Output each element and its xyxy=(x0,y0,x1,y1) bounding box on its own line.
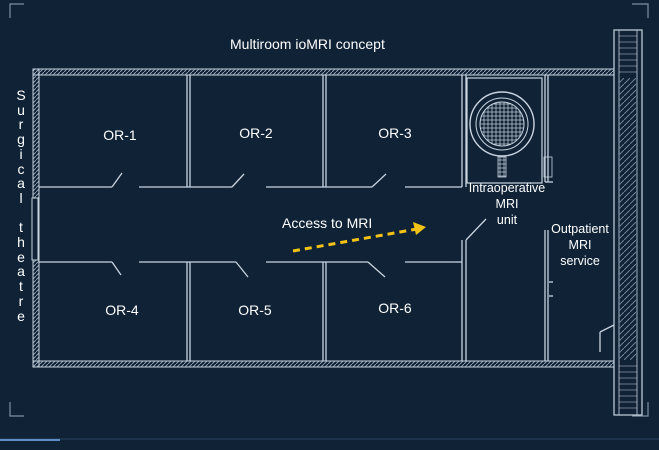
mri-unit-label-line1: Intraoperative xyxy=(468,181,546,195)
room-label-or6: OR-6 xyxy=(378,300,412,316)
surgical-theatre-letter: r xyxy=(18,116,24,133)
mri-unit-label-line3: unit xyxy=(496,213,518,227)
surgical-theatre-letter: l xyxy=(19,189,23,206)
surgical-theatre-letter: r xyxy=(18,292,24,309)
access-label: Access to MRI xyxy=(282,215,373,231)
surgical-theatre-letter: h xyxy=(17,234,25,251)
surgical-theatre-letter: e xyxy=(17,248,25,265)
outpatient-label: Outpatient MRI service xyxy=(550,221,610,269)
outpatient-label-line2: MRI xyxy=(568,238,592,252)
mri-scanner-icon xyxy=(466,77,553,184)
stairs-column xyxy=(613,29,643,416)
outpatient-label-line3: service xyxy=(560,254,600,268)
outpatient-label-line1: Outpatient xyxy=(551,222,609,236)
access-arrow xyxy=(292,222,426,253)
surgical-theatre-letter: g xyxy=(17,131,25,148)
surgical-theatre-letter: e xyxy=(17,307,25,324)
frame-marks xyxy=(9,3,649,417)
surgical-theatre-letter: S xyxy=(16,87,26,103)
diagram-title: Multiroom ioMRI concept xyxy=(230,36,385,52)
surgical-theatre-letter: t xyxy=(19,278,23,295)
room-label-or5: OR-5 xyxy=(238,302,272,318)
interior-walls xyxy=(39,75,615,361)
surgical-theatre-letter: a xyxy=(17,263,25,280)
room-label-or1: OR-1 xyxy=(103,127,137,143)
surgical-theatre-letter xyxy=(14,206,28,221)
surgical-theatre-letter: i xyxy=(19,145,23,162)
mri-unit-label: Intraoperative MRI unit xyxy=(467,180,547,228)
surgical-theatre-letter: c xyxy=(17,160,25,177)
room-label-or3: OR-3 xyxy=(378,125,412,141)
room-label-or2: OR-2 xyxy=(239,125,273,141)
surgical-theatre-letter: a xyxy=(17,175,25,192)
mri-unit-label-line2: MRI xyxy=(495,197,519,211)
room-label-or4: OR-4 xyxy=(105,302,139,318)
surgical-theatre-letter: u xyxy=(17,101,25,118)
surgical-theatre-letter: t xyxy=(19,219,23,236)
